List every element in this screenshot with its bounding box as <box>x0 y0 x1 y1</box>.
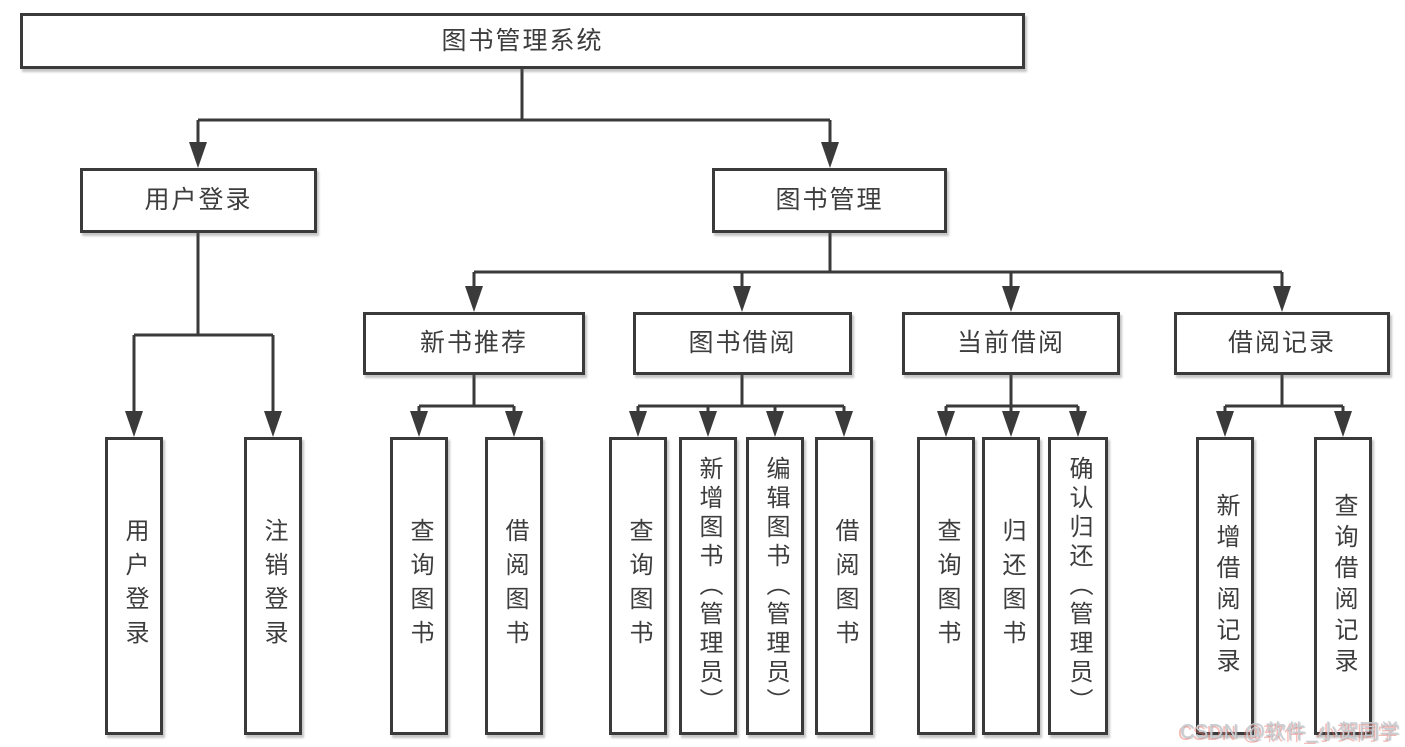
connector-path <box>132 69 1345 414</box>
leaf-add-borrow-record: 新增借阅记录 <box>1196 437 1254 735</box>
node-library-system: 图书管理系统 <box>20 13 1025 69</box>
leaf-confirm-return-admin: 确认归还（管理员） <box>1048 437 1108 735</box>
node-book-management: 图书管理 <box>712 168 947 233</box>
node-label: 注销登录 <box>260 518 287 654</box>
node-label: 图书管理 <box>775 186 884 214</box>
node-current-borrowing: 当前借阅 <box>902 312 1120 375</box>
node-label: 新书推荐 <box>419 329 528 357</box>
leaf-borrow-books: 借阅图书 <box>815 437 873 735</box>
node-label: 归还图书 <box>998 518 1025 654</box>
leaf-query-books: 查询图书 <box>917 437 975 735</box>
node-label: 查询图书 <box>406 518 433 654</box>
node-label: 查询图书 <box>625 518 652 654</box>
arrowheads <box>125 142 1352 437</box>
node-label: 当前借阅 <box>956 329 1065 357</box>
node-user-login: 用户登录 <box>80 168 317 233</box>
leaf-logout: 注销登录 <box>244 437 302 735</box>
leaf-query-borrow-record: 查询借阅记录 <box>1314 437 1372 735</box>
node-label: 新增图书（管理员） <box>695 455 722 717</box>
leaf-add-books-admin: 新增图书（管理员） <box>679 437 737 735</box>
node-label: 确认归还（管理员） <box>1065 455 1092 717</box>
node-label: 编辑图书（管理员） <box>762 455 789 717</box>
leaf-edit-books-admin: 编辑图书（管理员） <box>746 437 804 735</box>
node-book-borrowing: 图书借阅 <box>633 312 852 375</box>
node-label: 用户登录 <box>121 518 148 654</box>
node-new-book-recommend: 新书推荐 <box>363 312 585 375</box>
leaf-query-books: 查询图书 <box>609 437 667 735</box>
leaf-borrow-books: 借阅图书 <box>485 437 543 735</box>
leaf-query-books: 查询图书 <box>390 437 448 735</box>
node-label: 借阅图书 <box>501 518 528 654</box>
node-label: 借阅图书 <box>831 518 858 654</box>
node-label: 查询图书 <box>933 518 960 654</box>
node-label: 用户登录 <box>144 186 253 214</box>
node-label: 图书管理系统 <box>441 26 604 55</box>
node-label: 查询借阅记录 <box>1330 493 1357 679</box>
csdn-watermark: CSDN @软件_小贺同学 <box>1179 721 1400 743</box>
leaf-user-login: 用户登录 <box>105 437 163 735</box>
node-label: 图书借阅 <box>688 329 797 357</box>
node-label: 新增借阅记录 <box>1212 493 1239 679</box>
leaf-return-books: 归还图书 <box>982 437 1040 735</box>
node-borrowing-records: 借阅记录 <box>1174 312 1390 375</box>
node-label: 借阅记录 <box>1227 329 1336 357</box>
